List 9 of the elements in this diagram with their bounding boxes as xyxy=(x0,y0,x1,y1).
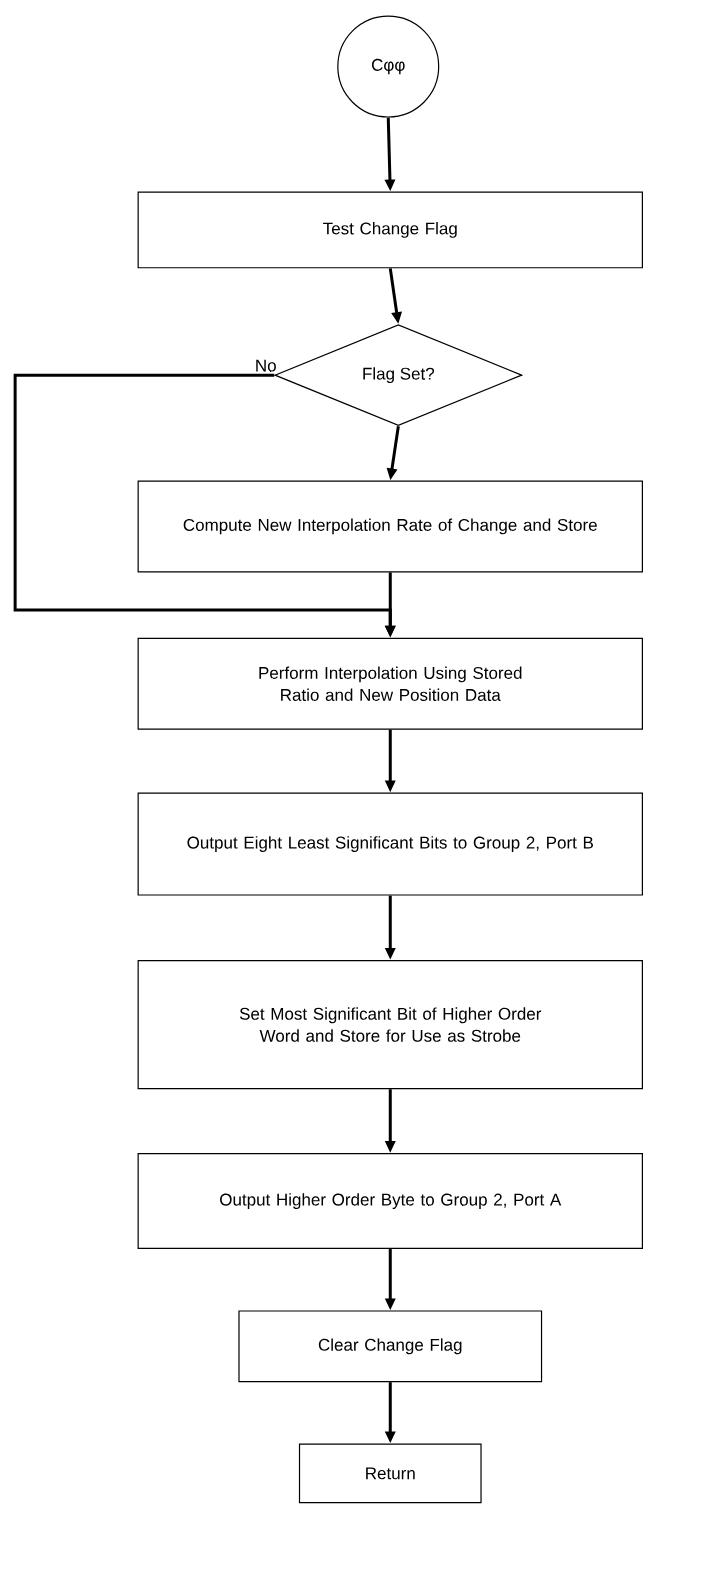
process-box: Set Most Significant Bit of Higher Order Word and Store for Use as Strobe xyxy=(137,959,643,1090)
process-box: Clear Change Flag xyxy=(238,1310,543,1383)
process-box: Compute New Interpolation Rate of Change and Store xyxy=(137,480,643,573)
process-box: Output Higher Order Byte to Group 2, Port A xyxy=(137,1153,643,1250)
process-box: Perform Interpolation Using Stored Ratio and New Position Data xyxy=(137,637,643,730)
process-box: Return xyxy=(298,1443,482,1504)
process-box: Output Eight Least Significant Bits to Group 2, Port B xyxy=(137,792,643,896)
edge-label: No xyxy=(256,359,276,372)
process-box: Test Change Flag xyxy=(137,191,643,269)
